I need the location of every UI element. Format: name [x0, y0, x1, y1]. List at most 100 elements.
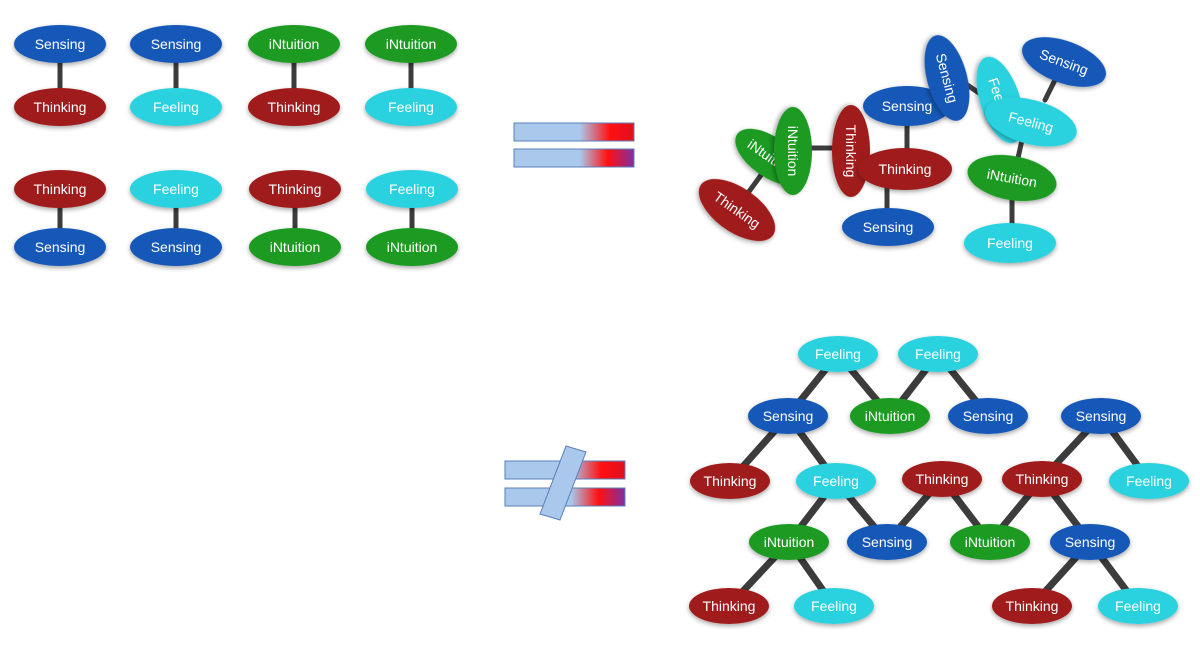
jumble-node-feeling: Feeling: [985, 97, 1077, 147]
legend-node-sensing: Sensing: [130, 25, 222, 63]
network-node-feeling-ellipse: [796, 463, 876, 499]
legend-node-thinking: Thinking: [248, 88, 340, 126]
legend-node-thinking-label: Thinking: [269, 181, 322, 197]
jumble-node-sensing: Sensing: [924, 35, 970, 121]
not-equals-icon: [504, 445, 626, 521]
legend-node-thinking-ellipse: [14, 88, 106, 126]
network-node-feeling-ellipse: [898, 336, 978, 372]
legend-node-intuition-ellipse: [365, 25, 457, 63]
legend-node-intuition-label: iNtuition: [386, 36, 437, 52]
legend-node-sensing: Sensing: [14, 25, 106, 63]
jumble-node-sensing: Sensing: [842, 208, 934, 246]
jumble-node-thinking-ellipse: [858, 148, 952, 190]
legend-node-intuition-label: iNtuition: [387, 239, 438, 255]
legend-node-intuition: iNtuition: [249, 228, 341, 266]
network-node-sensing-label: Sensing: [1065, 534, 1116, 550]
jumble-node-sensing-ellipse: [863, 86, 951, 126]
legend-pair: Thinking iNtuition: [249, 170, 341, 266]
network-node-thinking-label: Thinking: [916, 471, 969, 487]
legend-node-thinking: Thinking: [14, 170, 106, 208]
legend-node-sensing-label: Sensing: [151, 36, 202, 52]
jumble-connector: [1015, 137, 1025, 161]
jumble-node-sensing-ellipse: [1022, 37, 1106, 87]
network-node-feeling-ellipse: [1098, 588, 1178, 624]
network-node-sensing-label: Sensing: [763, 408, 814, 424]
jumble-node-sensing: Sensing: [1022, 37, 1106, 87]
network-node-thinking-label: Thinking: [703, 598, 756, 614]
legend-node-intuition-ellipse: [249, 228, 341, 266]
network-node-intuition-label: iNtuition: [764, 534, 815, 550]
jumble-node-feeling-label: Feeling: [987, 235, 1033, 251]
legend-node-feeling: Feeling: [365, 88, 457, 126]
jumble-node-intuition: iNtuition: [967, 154, 1057, 202]
legend-node-sensing-ellipse: [14, 25, 106, 63]
legend-node-feeling-label: Feeling: [389, 181, 435, 197]
network-node-sensing-ellipse: [748, 398, 828, 434]
network-node-feeling-label: Feeling: [813, 473, 859, 489]
legend-node-feeling-ellipse: [130, 170, 222, 208]
network-node-intuition-ellipse: [749, 524, 829, 560]
network-node-feeling: Feeling: [796, 463, 876, 499]
network-node-sensing-label: Sensing: [963, 408, 1014, 424]
legend-node-feeling-ellipse: [366, 170, 458, 208]
jumble-node-thinking-label: Thinking: [843, 125, 859, 178]
network-node-sensing-ellipse: [847, 524, 927, 560]
network-node-thinking-label: Thinking: [704, 473, 757, 489]
network-node-sensing-label: Sensing: [1076, 408, 1127, 424]
legend-node-feeling: Feeling: [130, 88, 222, 126]
legend-node-intuition-label: iNtuition: [270, 239, 321, 255]
jumble-node-feeling: Feeling: [964, 223, 1056, 263]
legend-node-feeling-label: Feeling: [153, 181, 199, 197]
legend-node-intuition-ellipse: [366, 228, 458, 266]
network-node-sensing-label: Sensing: [862, 534, 913, 550]
legend-node-sensing-ellipse: [130, 228, 222, 266]
legend-node-feeling: Feeling: [366, 170, 458, 208]
network-node-intuition-label: iNtuition: [965, 534, 1016, 550]
jumble-node-intuition-ellipse: [774, 107, 812, 195]
legend-node-thinking-ellipse: [249, 170, 341, 208]
jumble-node-sensing-label: Sensing: [882, 98, 933, 114]
network-node-intuition-ellipse: [950, 524, 1030, 560]
jumble-node-thinking: Thinking: [858, 148, 952, 190]
legend-node-thinking-label: Thinking: [34, 181, 87, 197]
legend-node-sensing-label: Sensing: [35, 239, 86, 255]
jumble-node-intuition-ellipse: [967, 154, 1057, 202]
network-node-thinking-label: Thinking: [1006, 598, 1059, 614]
network-node-sensing: Sensing: [748, 398, 828, 434]
network-node-thinking-ellipse: [902, 461, 982, 497]
legend-node-feeling-label: Feeling: [388, 99, 434, 115]
network-node-intuition: iNtuition: [950, 524, 1030, 560]
network-node-intuition: iNtuition: [749, 524, 829, 560]
network-node-intuition-label: iNtuition: [865, 408, 916, 424]
network-node-sensing: Sensing: [1061, 398, 1141, 434]
jumble-node-thinking-label: Thinking: [879, 161, 932, 177]
legend-node-thinking-ellipse: [248, 88, 340, 126]
jumble-node-intuition-label: iNtuition: [785, 126, 801, 177]
network-node-feeling-ellipse: [798, 336, 878, 372]
network-node-feeling: Feeling: [1098, 588, 1178, 624]
legend-node-intuition: iNtuition: [366, 228, 458, 266]
legend-node-feeling-label: Feeling: [153, 99, 199, 115]
network-node-feeling-label: Feeling: [811, 598, 857, 614]
network-node-intuition-ellipse: [850, 398, 930, 434]
network-node-feeling: Feeling: [1109, 463, 1189, 499]
network-node-sensing: Sensing: [847, 524, 927, 560]
jumble-node-intuition: iNtuition: [774, 107, 812, 195]
jumble-node-feeling-ellipse: [985, 97, 1077, 147]
legend-node-thinking: Thinking: [14, 88, 106, 126]
network-node-thinking-ellipse: [1002, 461, 1082, 497]
network-node-thinking: Thinking: [902, 461, 982, 497]
jumble-node-thinking-ellipse: [698, 178, 776, 242]
legend-node-intuition-label: iNtuition: [269, 36, 320, 52]
network-node-sensing-ellipse: [1050, 524, 1130, 560]
jumble-node-thinking: Thinking: [832, 105, 870, 197]
network-node-thinking: Thinking: [689, 588, 769, 624]
network-node-thinking: Thinking: [690, 463, 770, 499]
network-node-feeling-label: Feeling: [915, 346, 961, 362]
network-node-feeling-label: Feeling: [1126, 473, 1172, 489]
network-node-thinking-ellipse: [690, 463, 770, 499]
